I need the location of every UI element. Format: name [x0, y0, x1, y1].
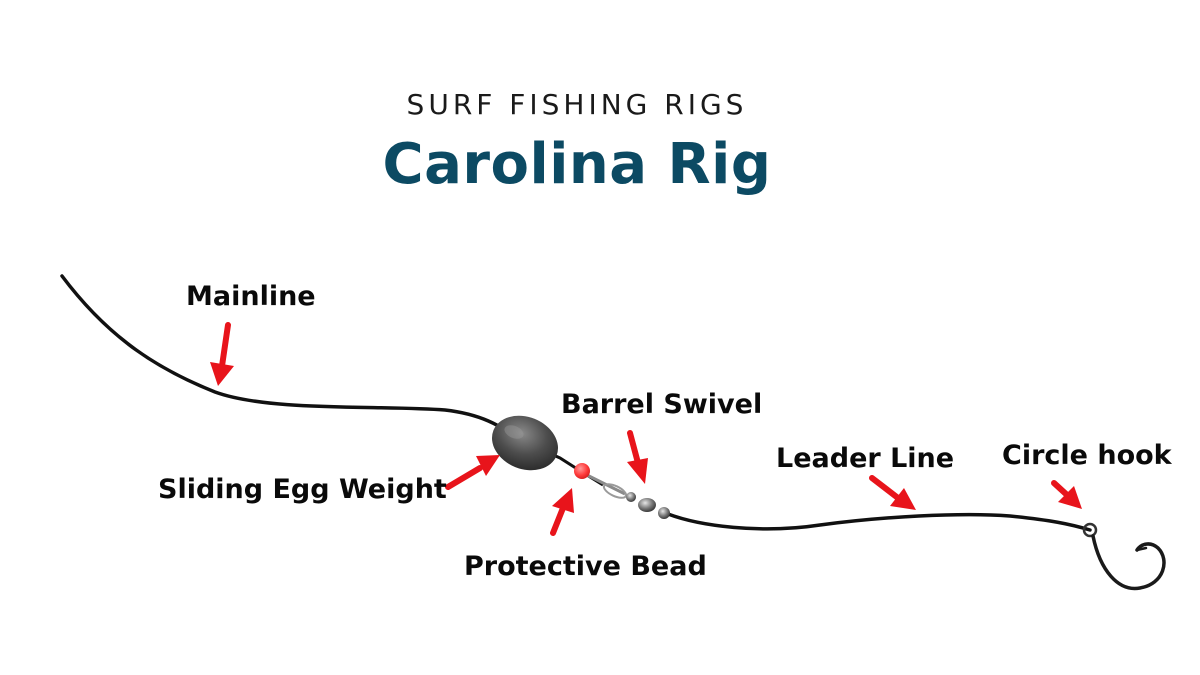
bead-arrow-icon [550, 488, 574, 536]
page-title: Carolina Rig [382, 132, 772, 197]
label-leader-line: Leader Line [776, 443, 954, 474]
label-barrel-swivel: Barrel Swivel [561, 389, 762, 420]
label-circle-hook: Circle hook [1002, 440, 1173, 471]
barrel-swivel [626, 492, 670, 519]
leader-arrow-icon [869, 475, 916, 510]
protective-bead [574, 463, 590, 479]
hook-arrow-icon [1051, 480, 1082, 509]
egg-weight-arrow-icon [445, 455, 500, 490]
egg-weight [492, 415, 558, 471]
label-mainline: Mainline [186, 281, 316, 312]
label-protective-bead: Protective Bead [464, 551, 707, 582]
swivel-arrow-icon [627, 430, 648, 484]
circle-hook [1082, 522, 1166, 591]
label-egg-weight: Sliding Egg Weight [158, 474, 447, 505]
mainline-line [60, 274, 522, 442]
subtitle: SURF FISHING RIGS [406, 88, 748, 121]
swivel-ring-left [602, 483, 628, 499]
mainline-arrow-icon [210, 322, 234, 386]
leader-line [666, 512, 1092, 532]
